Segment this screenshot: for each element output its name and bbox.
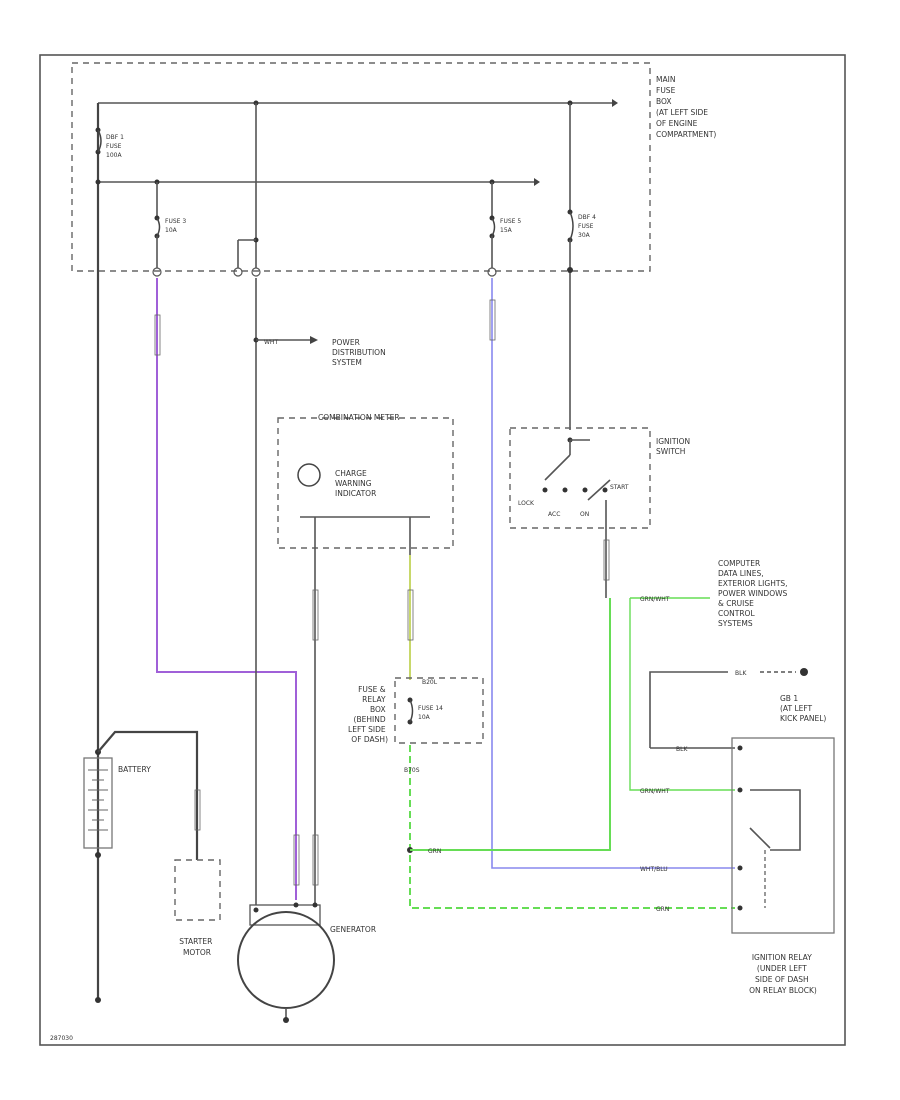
- fuse3-label: FUSE 3 10A: [165, 218, 188, 234]
- starter-motor-label: STARTER MOTOR: [179, 937, 214, 957]
- ignition-switch-label: IGNITION SWITCH: [656, 437, 693, 456]
- start-label: START: [610, 484, 629, 491]
- violet-wire: [156, 278, 297, 900]
- dbf4-fuse-label: DBF 4 FUSE 30A: [578, 214, 598, 239]
- relay-contact-icon: [749, 827, 771, 849]
- battery-label: BATTERY: [118, 765, 151, 774]
- fuse5-label: FUSE 5 15A: [500, 218, 523, 234]
- ignition-contact-icon: [544, 454, 571, 481]
- grn-wht-label: GRN/WHT: [640, 596, 670, 603]
- grn-label: GRN: [428, 848, 441, 855]
- bus-arrow-icon: [612, 99, 618, 107]
- dbf1-fuse-label: DBF 1 FUSE 100A: [106, 134, 126, 159]
- lock-label: LOCK: [518, 500, 535, 507]
- fuse-relay-box-outline: [394, 677, 484, 744]
- generator-ground-icon: [283, 1017, 289, 1023]
- acc-label: ACC: [548, 511, 560, 518]
- charge-indicator-label: CHARGE WARNING INDICATOR: [335, 469, 376, 498]
- wht-label: WHT: [264, 339, 278, 346]
- wht-blu-label: WHT/BLU: [640, 866, 668, 873]
- power-distribution-label: POWER DISTRIBUTION SYSTEM: [332, 338, 388, 367]
- battery-ground-icon: [95, 997, 101, 1003]
- combination-meter-outline: [277, 417, 454, 549]
- fuse14-label: FUSE 14 10A: [418, 705, 445, 721]
- main-fuse-box-outline: [71, 62, 651, 272]
- ignition-relay-outline: [731, 737, 835, 934]
- generator-icon: [237, 911, 335, 1009]
- grn-wht-label-relay: GRN/WHT: [640, 788, 670, 795]
- blk-ground-wire: [649, 671, 728, 748]
- generator-label: GENERATOR: [330, 925, 376, 934]
- green-wire: [409, 745, 735, 909]
- fuse-relay-id: B70S: [404, 767, 420, 774]
- bus-arrow-icon: [534, 178, 540, 186]
- battery-icon: [83, 757, 113, 849]
- blk-label: BLK: [676, 746, 688, 753]
- diagram-frame: [39, 54, 846, 1046]
- diagram-id: 287030: [50, 1035, 73, 1042]
- gb1-label: GB 1 (AT LEFT KICK PANEL): [780, 694, 826, 723]
- ignition-switch-outline: [509, 427, 651, 529]
- blk-label-gnd: BLK: [735, 670, 747, 677]
- combination-meter-label: COMBINATION METER: [318, 413, 400, 422]
- green-white-wire: [629, 598, 735, 791]
- b20l-label: B20L: [422, 679, 438, 686]
- ignition-relay-label: IGNITION RELAY (UNDER LEFT SIDE OF DASH …: [749, 953, 817, 995]
- fuse-relay-box-label: FUSE & RELAY BOX (BEHIND LEFT SIDE OF DA…: [348, 685, 388, 744]
- ground-icon: [800, 668, 808, 676]
- on-label: ON: [580, 511, 589, 518]
- computer-data-label: COMPUTER DATA LINES, EXTERIOR LIGHTS, PO…: [718, 559, 790, 628]
- starter-motor-outline: [174, 859, 221, 921]
- blue-wire: [491, 278, 735, 869]
- grn-label-relay: GRN: [656, 906, 669, 913]
- main-fuse-box-label: MAIN FUSE BOX (AT LEFT SIDE OF ENGINE CO…: [656, 75, 716, 139]
- charge-indicator-icon: [297, 463, 321, 487]
- green-wire-ign: [410, 598, 611, 851]
- starter-cable: [97, 730, 199, 860]
